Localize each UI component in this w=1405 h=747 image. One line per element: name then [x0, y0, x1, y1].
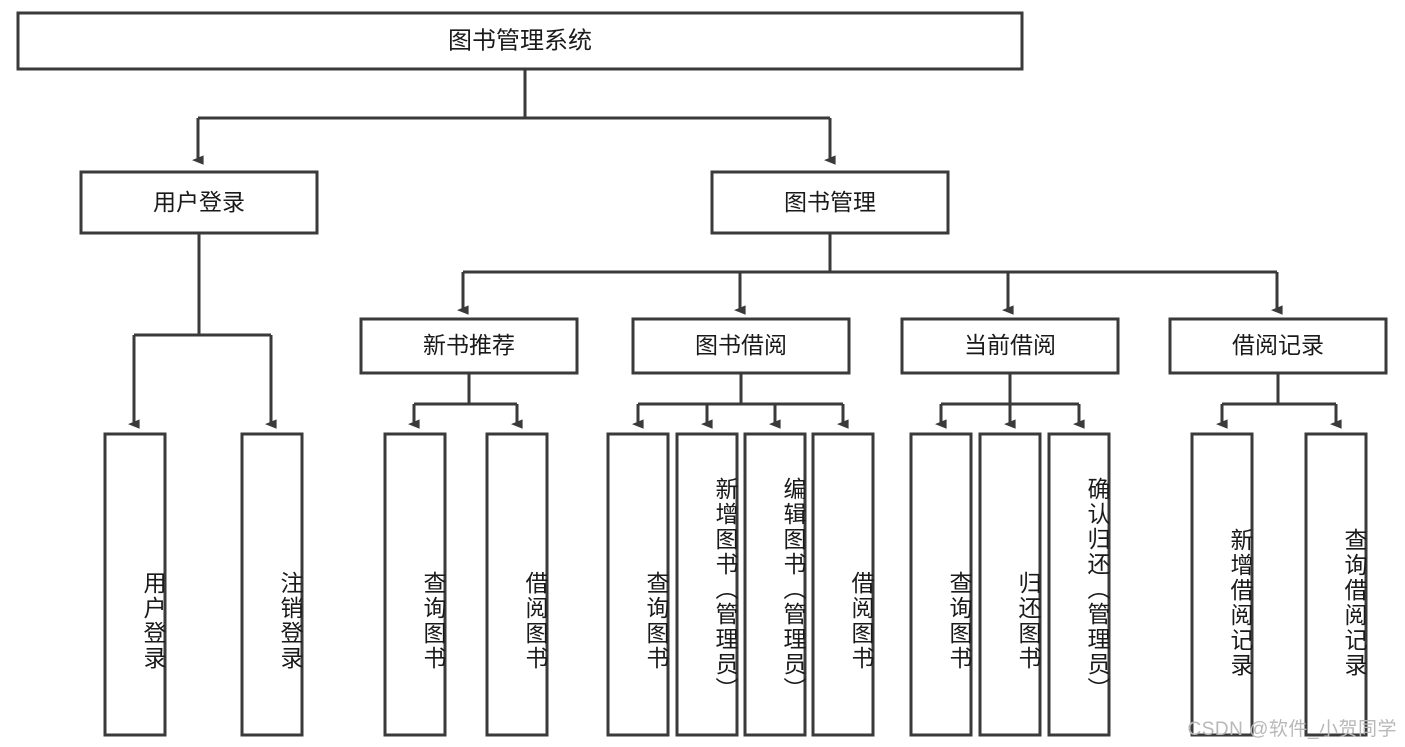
leaf-confirm-return-box[interactable] [1047, 432, 1111, 737]
leaf-edit-book-box[interactable] [743, 432, 807, 737]
node-book-borrow-box [631, 317, 851, 375]
node-book-borrow[interactable]: 图书借阅 [631, 317, 851, 375]
node-book-borrow-label: 图书借阅 [695, 332, 787, 358]
csdn-watermark: CSDN @软件_小贺同学 [1187, 719, 1397, 740]
leaf-add-borrow-record-box[interactable] [1190, 432, 1254, 737]
node-book-manage-box [710, 170, 950, 235]
leaf-borrow-book-2-box[interactable] [811, 432, 875, 737]
node-root-label: 图书管理系统 [448, 27, 592, 54]
node-book-manage-label: 图书管理 [784, 189, 876, 215]
leaf-user-login-box[interactable] [103, 432, 167, 737]
node-user-login[interactable]: 用户登录 [79, 170, 319, 235]
leaf-query-book-2-box[interactable] [606, 432, 670, 737]
node-borrow-record-label: 借阅记录 [1232, 332, 1324, 358]
leaf-return-book-box[interactable] [978, 432, 1042, 737]
node-new-book-recommend-box [359, 317, 579, 375]
leaf-query-book-3-box[interactable] [909, 432, 973, 737]
node-current-borrow-label: 当前借阅 [964, 332, 1056, 358]
node-book-manage[interactable]: 图书管理 [710, 170, 950, 235]
node-user-login-label: 用户登录 [153, 189, 245, 215]
node-root-box [16, 11, 1024, 71]
node-new-book-recommend[interactable]: 新书推荐 [359, 317, 579, 375]
node-root[interactable]: 图书管理系统 [16, 11, 1024, 71]
leaf-add-book-box[interactable] [675, 432, 739, 737]
node-borrow-record-box [1168, 317, 1388, 375]
leaf-query-book-1-box[interactable] [383, 432, 447, 737]
node-new-book-recommend-label: 新书推荐 [423, 332, 515, 358]
leaf-borrow-book-1-box[interactable] [485, 432, 549, 737]
node-borrow-record[interactable]: 借阅记录 [1168, 317, 1388, 375]
leaf-query-borrow-record-box[interactable] [1304, 432, 1368, 737]
leaf-logout-login-box[interactable] [240, 432, 304, 737]
node-current-borrow-box [900, 317, 1120, 375]
node-current-borrow[interactable]: 当前借阅 [900, 317, 1120, 375]
